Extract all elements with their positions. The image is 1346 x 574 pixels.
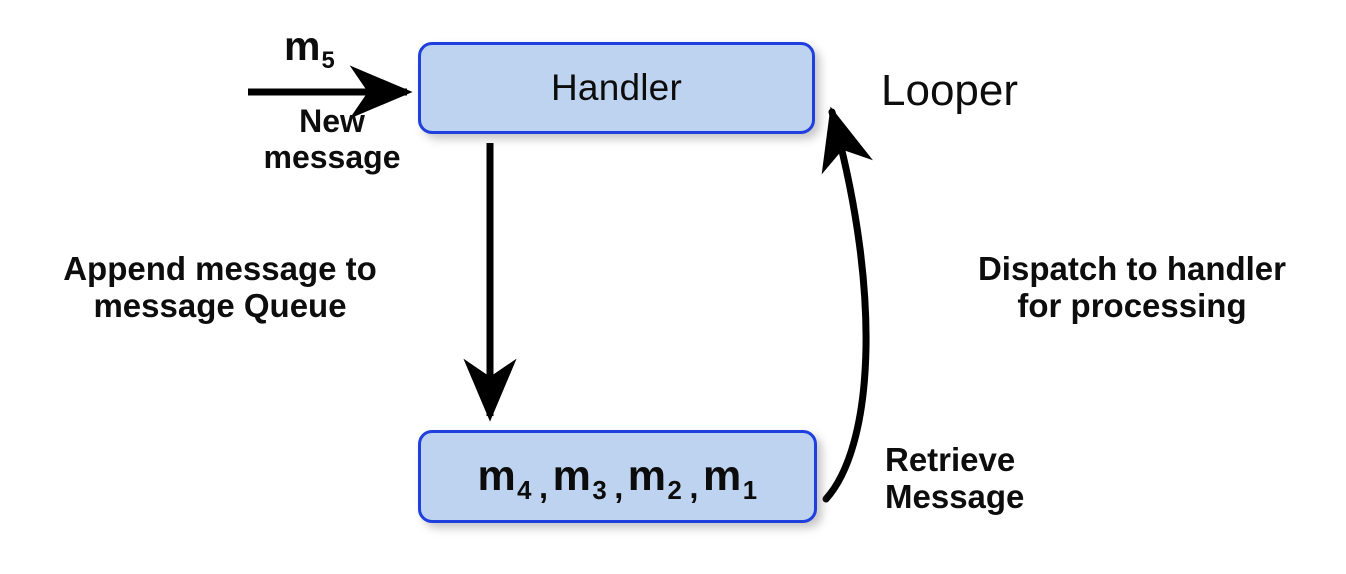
queue-message-3-base: m [552,452,592,500]
queue-separator-2: , [614,467,624,505]
incoming-message-base: m [284,23,321,69]
queue-message-2-subscript: 2 [667,476,683,505]
queue-message-1-base: m [702,452,742,500]
queue-message-4-subscript: 4 [517,476,533,505]
queue-message-2-base: m [627,452,667,500]
queue-message-1-subscript: 1 [742,476,758,505]
queue-message-3-subscript: 3 [592,476,608,505]
dispatch-arrow [821,106,873,503]
retrieve-message-label: Retrieve Message [885,441,1025,515]
queue-separator-3: , [689,467,699,505]
handler-node-label: Handler [551,67,682,108]
handler-node[interactable]: Handler [418,42,815,134]
queue-message-4-base: m [477,452,517,500]
append-message-label: Append message to message Queue [63,250,377,324]
incoming-message-subscript: 5 [321,47,335,75]
looper-label: Looper [881,66,1019,115]
incoming-message-label: m5 [284,23,335,74]
queue-separator-1: , [539,467,549,505]
new-message-label: New message [263,103,401,175]
dispatch-to-handler-label: Dispatch to handler for processing [977,250,1287,324]
